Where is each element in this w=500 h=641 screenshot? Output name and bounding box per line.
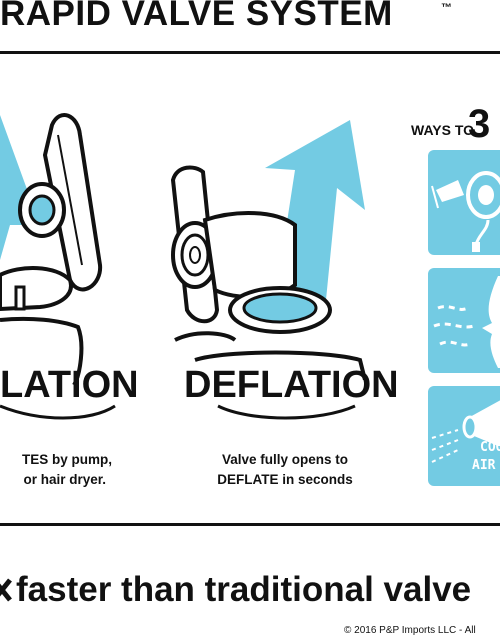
method-tile-mouth <box>428 268 500 373</box>
inflation-valve-icon <box>0 113 103 385</box>
deflation-illustration <box>165 110 390 380</box>
method-tile-pump <box>428 150 500 255</box>
inflation-caption-line2: or hair dryer. <box>23 472 106 487</box>
trademark-symbol: ™ <box>441 2 452 14</box>
deflation-heading: DEFLATION <box>184 364 399 406</box>
tagline-x-mark <box>0 578 14 602</box>
deflation-caption-line1: Valve fully opens to <box>221 452 349 467</box>
inflation-illustration <box>0 95 140 385</box>
inflation-caption-line1: TES by pump, <box>21 452 112 467</box>
cool-air-label-line2: AIR ONLY <box>472 458 500 473</box>
method-tile-dryer: COOL AIR ONLY <box>428 386 500 486</box>
page-title: RAPID VALVE SYSTEM <box>0 0 393 33</box>
deflation-valve-icon <box>170 120 367 380</box>
footer-divider <box>0 523 500 526</box>
heading-underlines <box>0 400 400 430</box>
swoosh-decoration <box>0 404 356 420</box>
cool-air-label-line1: COOL <box>480 440 500 455</box>
electric-pump-icon <box>431 171 500 252</box>
deflation-caption-line2: DEFLATE in seconds <box>217 472 353 487</box>
tagline: faster than traditional valve <box>16 570 472 609</box>
ways-count: 3 <box>468 102 491 146</box>
header-divider <box>0 51 500 54</box>
ways-label: WAYS TO <box>411 122 475 138</box>
hair-dryer-icon <box>431 400 500 463</box>
mouth-blowing-icon <box>433 276 500 368</box>
copyright: © 2016 P&P Imports LLC - All <box>344 625 476 636</box>
inflation-heading: LATION <box>0 364 139 406</box>
x-mark-icon <box>0 578 12 602</box>
